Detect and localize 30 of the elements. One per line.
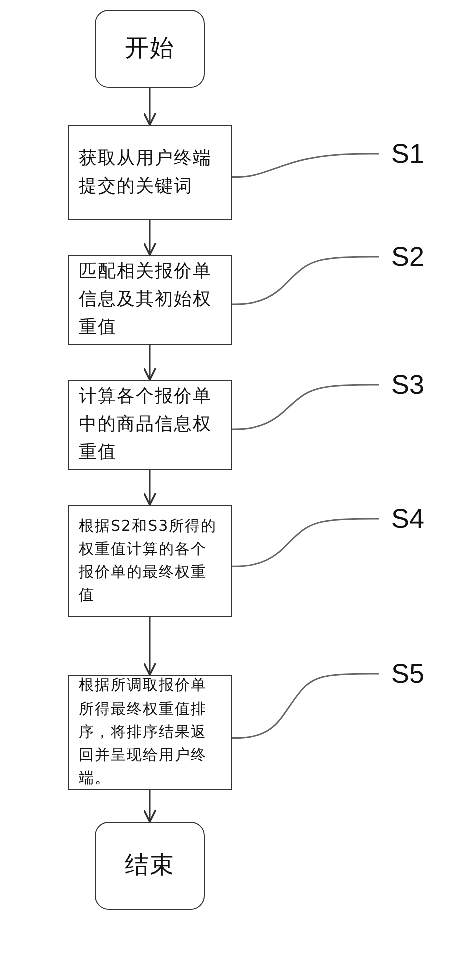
step-label: S4 [383,502,433,536]
step-text: 根据所调取报价单所得最终权重值排序，将排序结果返回并呈现给用户终端。 [79,675,208,790]
process-box [68,125,232,220]
step-label: S1 [383,137,433,171]
step-text: 开始 [125,33,175,64]
arrow [143,88,157,126]
leader-line [232,384,379,430]
step-text: 结束 [125,850,175,882]
step-text: 获取从用户终端提交的关键词 [79,146,213,198]
arrow [143,790,157,823]
arrow [143,470,157,506]
step-label: S2 [383,240,433,274]
process-box [68,255,232,345]
leader-line [232,256,379,306]
step-text: 匹配相关报价单信息及其初始权重值 [79,260,213,340]
leader-line [232,153,379,178]
leader-line [232,673,379,739]
step-label: S5 [383,657,433,691]
process-box [68,380,232,470]
process-box [68,675,232,790]
arrow [143,220,157,256]
arrow [143,345,157,381]
arrow [143,617,157,676]
leader-line [232,518,379,568]
terminal-box [95,10,205,88]
process-box [68,505,232,617]
step-label: S3 [383,368,433,402]
step-text: 根据S2和S3所得的权重值计算的各个报价单的最终权重值 [79,516,218,606]
terminal-box [95,822,205,910]
step-text: 计算各个报价单中的商品信息权重值 [79,385,213,465]
